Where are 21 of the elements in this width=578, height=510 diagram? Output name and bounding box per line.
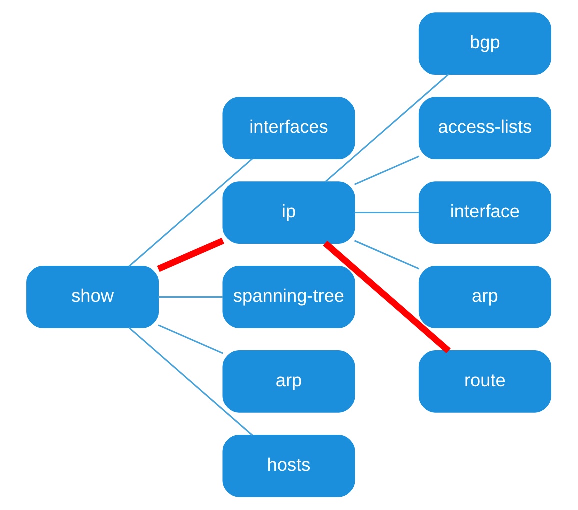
connector [354,156,420,186]
node-box: interface [418,182,552,244]
connector [324,74,450,183]
node-box: arp [222,350,356,413]
node-box: interfaces [222,97,356,160]
connector [354,212,420,214]
connector [323,240,451,354]
connector [158,296,224,298]
connector [157,238,224,272]
node-box: arp [418,266,552,328]
connector [354,240,420,270]
node-box: access-lists [418,97,552,160]
connector [128,158,254,268]
node-box: hosts [222,434,356,498]
connector [158,324,224,354]
node-box: route [418,350,552,413]
node-box: show [26,266,160,328]
node-box: spanning-tree [222,266,356,328]
node-box: bgp [418,12,552,76]
connector [128,327,254,436]
node-box: ip [222,182,356,244]
